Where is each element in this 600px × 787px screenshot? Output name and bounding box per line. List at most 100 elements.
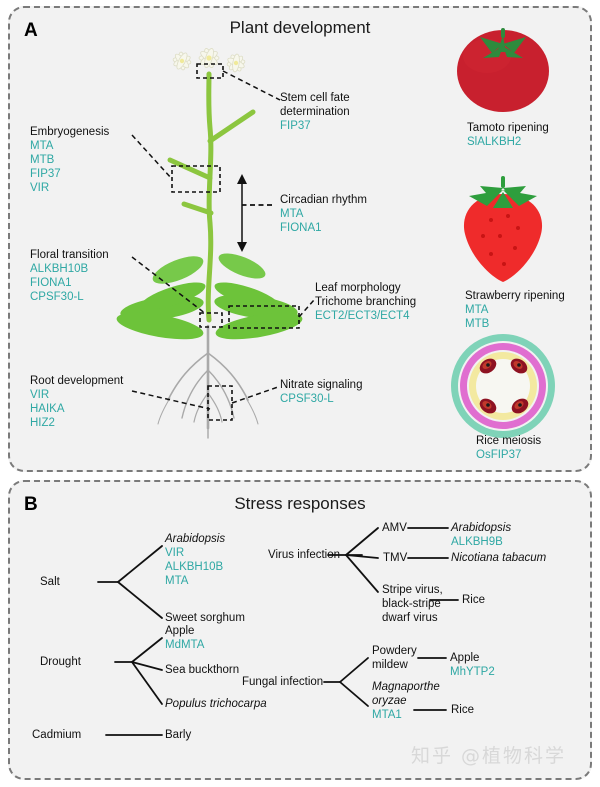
stress-label-fungal-infection: Fungal infection <box>242 676 324 688</box>
gene-slalkbh2: SlALKBH2 <box>467 136 522 148</box>
stress-label-cadmium: Cadmium <box>32 729 82 741</box>
annotation-floral-transition: Floral transition ALKBH10B FIONA1 CPSF30… <box>30 248 109 304</box>
panel-stress-responses: B Stress responses <box>8 480 592 780</box>
gene-mtb: MTB <box>30 154 55 166</box>
gene-osfip37: OsFIP37 <box>476 449 522 461</box>
target-cadmium-barly: Barly <box>165 729 192 741</box>
highlight-box-stem-cell <box>196 63 224 79</box>
gene-mtb: MTB <box>465 318 490 330</box>
stress-response-branch-lines <box>97 527 459 736</box>
branch-drought-apple <box>131 637 163 663</box>
organism-title: Strawberry ripening <box>465 290 565 302</box>
agent-magnaporthe-oryzae: Magnaporthe oryzae MTA1 <box>372 680 440 722</box>
host-name: Apple <box>450 652 480 664</box>
gene-mta: MTA <box>165 575 189 587</box>
target-name: Arabidopsis <box>165 533 226 545</box>
agent-powdery-mildew: Powdery mildew <box>372 644 417 672</box>
leader-embryogenesis <box>131 134 173 180</box>
leader-floral-transition <box>131 256 207 315</box>
gene-fiona1: FIONA1 <box>30 277 72 289</box>
branch-salt-sweet-sorghum <box>117 581 163 619</box>
highlight-box-floral-transition <box>199 312 223 328</box>
target-salt-arabidopsis: Arabidopsis VIR ALKBH10B MTA <box>165 532 225 588</box>
agent-line2: mildew <box>372 659 408 671</box>
panel-plant-development: A Plant development <box>8 6 592 472</box>
annotation-title-line1: Stem cell fate <box>280 92 350 104</box>
annotation-title-line2: determination <box>280 106 350 118</box>
host-amv-arabidopsis: Arabidopsis ALKBH9B <box>451 521 511 549</box>
panel-b-letter: B <box>24 494 38 515</box>
strawberry-icon <box>463 176 543 282</box>
gene-ect2-ect3-ect4: ECT2/ECT3/ECT4 <box>315 310 410 322</box>
gene-mta: MTA <box>465 304 489 316</box>
rice-anther-cross-section-icon <box>451 334 555 438</box>
gene-alkbh10b: ALKBH10B <box>165 561 224 573</box>
organism-title: Rice meiosis <box>476 435 542 447</box>
branch-virus-tmv <box>345 554 379 559</box>
gene-mhytp2: MhYTP2 <box>450 666 495 678</box>
host-name: Arabidopsis <box>451 522 512 534</box>
annotation-title: Embryogenesis <box>30 126 110 138</box>
annotation-title-line2: Trichome branching <box>315 296 417 308</box>
organism-title: Tamoto ripening <box>467 122 549 134</box>
panel-a-letter: A <box>24 20 38 41</box>
gene-fip37: FIP37 <box>30 168 61 180</box>
gene-mta: MTA <box>280 208 304 220</box>
host-powdery-apple: Apple MhYTP2 <box>450 651 495 679</box>
target-name: Apple <box>165 625 195 637</box>
organism-label-strawberry: Strawberry ripening MTA MTB <box>465 289 565 331</box>
host-stripe-rice: Rice <box>462 594 486 606</box>
highlight-box-embryogenesis <box>171 165 221 193</box>
leader-leaf-morphology <box>298 299 315 318</box>
organism-label-tomato: Tamoto ripening SlALKBH2 <box>467 121 549 149</box>
annotation-circadian-rhythm: Circadian rhythm MTA FIONA1 <box>280 193 367 235</box>
annotation-title: Nitrate signaling <box>280 379 363 391</box>
plant-development-illustration <box>116 48 315 439</box>
gene-alkbh9b: ALKBH9B <box>451 536 503 548</box>
branch-virus-stripe <box>345 554 379 593</box>
branch-virus-amv <box>345 527 379 556</box>
annotation-embryogenesis: Embryogenesis MTA MTB FIP37 VIR <box>30 125 109 195</box>
watermark: 知乎 @植物科学 <box>410 745 566 767</box>
circadian-double-arrow <box>237 174 272 252</box>
annotation-leaf-morphology: Leaf morphology Trichome branching ECT2/… <box>315 281 416 323</box>
branch-salt-arabidopsis <box>117 545 163 583</box>
gene-cpsf30l: CPSF30-L <box>280 393 334 405</box>
gene-vir: VIR <box>30 182 50 194</box>
target-drought-populus: Populus trichocarpa <box>165 698 267 710</box>
gene-mta1: MTA1 <box>372 709 402 721</box>
agent-line1: Magnaporthe <box>372 681 440 693</box>
leader-stem-cell <box>222 70 281 101</box>
agent-line2: black-stripe <box>382 598 441 610</box>
branch-fungal-powdery <box>339 657 369 683</box>
agent-line1: Powdery <box>372 645 417 657</box>
gene-fiona1: FIONA1 <box>280 222 322 234</box>
annotation-title: Circadian rhythm <box>280 194 367 206</box>
agent-tmv: TMV <box>383 552 408 564</box>
annotation-title-line1: Leaf morphology <box>315 282 401 294</box>
gene-haika: HAIKA <box>30 403 65 415</box>
annotation-title: Floral transition <box>30 249 109 261</box>
host-magnaporthe-rice: Rice <box>451 704 475 716</box>
gene-alkbh10b: ALKBH10B <box>30 263 89 275</box>
panel-a-title: Plant development <box>229 18 371 37</box>
annotation-root-development: Root development VIR HAIKA HIZ2 <box>30 374 123 430</box>
organism-illustrations <box>451 28 555 438</box>
gene-cpsf30l: CPSF30-L <box>30 291 84 303</box>
agent-amv: AMV <box>382 522 407 534</box>
leader-root-development <box>131 390 211 410</box>
panel-b-title: Stress responses <box>234 494 366 513</box>
gene-hiz2: HIZ2 <box>30 417 55 429</box>
target-drought-apple: Apple MdMTA <box>165 624 204 652</box>
stress-label-salt: Salt <box>40 576 60 588</box>
target-drought-sea-buckthorn: Sea buckthorn <box>165 664 240 676</box>
agent-line3: dwarf virus <box>382 612 438 624</box>
gene-vir: VIR <box>30 389 50 401</box>
host-tmv-nicotiana: Nicotiana tabacum <box>451 552 547 564</box>
branch-drought-sea-buckthorn <box>131 661 163 671</box>
agent-line1: Stripe virus, <box>382 584 443 596</box>
gene-mta: MTA <box>30 140 54 152</box>
annotation-title: Root development <box>30 375 124 387</box>
highlight-box-roots <box>207 385 233 421</box>
agent-line2: oryzae <box>372 695 407 707</box>
